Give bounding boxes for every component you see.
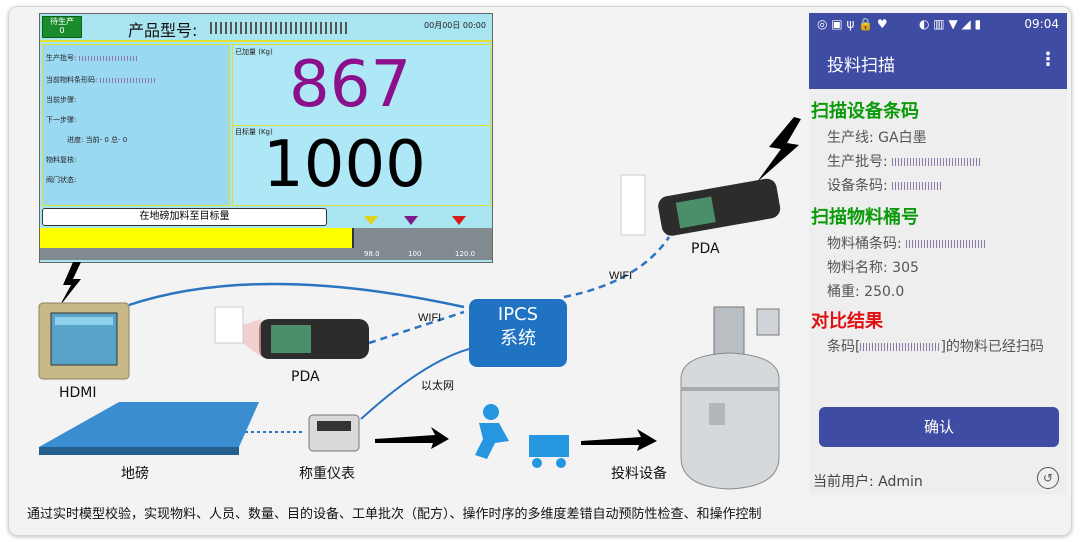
floor-scale-label: 地磅 (121, 466, 149, 482)
barcode-value (99, 77, 156, 83)
tick-label: 120.0 (455, 250, 476, 258)
hmi-title-bar: 待生产 0 产品型号: 00月00日 00:00 (40, 14, 492, 42)
lightning-icon (59, 262, 81, 307)
material-check-label: 物料复核: (46, 156, 77, 164)
product-model-value (210, 22, 350, 34)
line-value: GA白墨 (878, 130, 927, 146)
datetime: 00月00日 00:00 (424, 21, 486, 30)
ipcs-system-box (469, 299, 567, 367)
progress-track (40, 228, 492, 248)
added-weight-label: 已加量 (Kg) (235, 48, 273, 56)
bucket-weight-label: 桶重: (827, 284, 860, 300)
worker-cart-icon (475, 404, 569, 468)
material-name-label: 物料名称: (827, 260, 888, 276)
result-suffix: ]的物料已经扫码 (940, 339, 1044, 355)
bucket-weight-value: 250.0 (864, 284, 905, 300)
bucket-code-value (906, 240, 987, 248)
target-marker-icon (404, 216, 418, 225)
footer-bar: 通过实时模型校验，实现物料、人员、数量、目的设备、工单批次（配方）、操作时序的多… (9, 495, 1071, 535)
current-step-label: 当前步骤: (46, 96, 77, 104)
tick-label: 98.0 (364, 250, 380, 258)
result-code (860, 343, 941, 351)
target-weight-box: 目标量 (Kg) 1000 (233, 125, 490, 205)
ethernet-label: 以太网 (421, 379, 454, 392)
batch-value (892, 158, 983, 166)
progress-label: 进度: 当前- 0 总- 0 (67, 136, 128, 144)
feed-device-label: 投料设备 (611, 466, 667, 482)
instruction-box: 在地磅加料至目标量 (42, 208, 327, 226)
pda2-wifi-line (563, 236, 671, 299)
pda-device-icon (658, 178, 781, 236)
device-code-label: 设备条码: (827, 178, 888, 194)
floor-scale-icon (39, 402, 259, 447)
current-user: 当前用户: Admin (813, 474, 923, 490)
target-weight-value: 1000 (263, 128, 426, 202)
lightning-icon (757, 117, 801, 182)
status-badge-text: 待生产 (50, 17, 74, 26)
material-name-value: 305 (892, 260, 919, 276)
section-result-title: 对比结果 (811, 311, 883, 332)
weighing-instrument-icon (308, 414, 360, 452)
ethernet-line (360, 346, 478, 420)
ipcs-label: IPCS 系统 (469, 303, 567, 351)
hmi-info-panel: 生产批号: 当前物料条形码: 当前步骤: 下一步骤: 进度: 当前- 0 总- … (42, 44, 230, 206)
target-weight-label: 目标量 (Kg) (235, 128, 273, 136)
added-weight-box: 已加量 (Kg) 867 (233, 45, 490, 126)
pda-label: PDA (291, 369, 320, 385)
screenshot-frame: 待生产 0 产品型号: 00月00日 00:00 生产批号: 当前物料条形码: … (8, 6, 1072, 536)
status-badge: 待生产 0 (42, 16, 82, 38)
line-label: 生产线: (827, 130, 874, 146)
device-code-value (892, 182, 943, 190)
hmi-screen: 待生产 0 产品型号: 00月00日 00:00 生产批号: 当前物料条形码: … (39, 13, 493, 263)
weighing-instrument-label: 称重仪表 (299, 466, 355, 482)
status-time: 09:04 (1024, 17, 1059, 31)
reactor-vessel-icon (680, 306, 780, 490)
footer-caption: 通过实时模型校验，实现物料、人员、数量、目的设备、工单批次（配方）、操作时序的多… (27, 507, 762, 522)
bucket-code-label: 物料桶条码: (827, 236, 902, 252)
progress-scale: 98.0 100 120.0 (40, 248, 492, 260)
hdmi-label: HDMI (59, 385, 97, 401)
progress-fill (40, 228, 354, 248)
phone-status-bar: ◎ ▣ ψ 🔒 ♥ ◐ ▥ ▼ ◢ ▮ 09:04 (809, 13, 1067, 37)
arrow-right-icon (375, 427, 449, 449)
tick-label: 100 (408, 250, 422, 258)
min-marker-icon (364, 216, 378, 225)
section-device-title: 扫描设备条码 (811, 101, 919, 122)
wifi-label: WIFI (609, 270, 632, 282)
phone-app-bar: 投料扫描 ⋮ (809, 37, 1067, 89)
pda-wifi-line (368, 310, 465, 345)
pda-device-icon (259, 319, 369, 359)
pda-label: PDA (691, 241, 720, 257)
next-step-label: 下一步骤: (46, 116, 77, 124)
ipcs-label-line1: IPCS (497, 304, 539, 325)
added-weight-value: 867 (289, 48, 412, 122)
batch-label: 生产批号: (46, 54, 77, 62)
product-model-label: 产品型号: (128, 21, 198, 40)
hmi-weight-panel: 已加量 (Kg) 867 目标量 (Kg) 1000 (232, 44, 491, 206)
batch-label: 生产批号: (827, 154, 888, 170)
status-badge-count: 0 (59, 26, 65, 35)
valve-status-label: 阀门状态: (46, 176, 77, 184)
barcode-label: 当前物料条形码: (46, 76, 98, 84)
section-material-title: 扫描物料桶号 (811, 207, 919, 228)
batch-value (78, 55, 139, 61)
back-icon[interactable]: ↺ (1037, 467, 1059, 489)
result-prefix: 条码[ (827, 339, 861, 355)
barcode-icon (214, 306, 244, 344)
system-diagram: WIFI WIFI 以太网 (38, 117, 801, 490)
app-title: 投料扫描 (827, 56, 895, 76)
arrow-right-icon (581, 429, 657, 451)
signal-icons: ◐ ▥ ▼ ◢ ▮ (919, 17, 982, 31)
hdmi-link-line (128, 282, 465, 309)
wifi-label: WIFI (418, 312, 441, 324)
barcode-icon (620, 174, 646, 236)
confirm-button[interactable]: 确认 (819, 407, 1059, 447)
status-icons: ◎ ▣ ψ 🔒 ♥ (817, 17, 888, 31)
result-message: 条码[ ]的物料已经扫码 (827, 337, 1057, 357)
phone-screen: ◎ ▣ ψ 🔒 ♥ ◐ ▥ ▼ ◢ ▮ 09:04 投料扫描 ⋮ 扫描设备条码 … (809, 13, 1067, 495)
overflow-menu-icon[interactable]: ⋮ (1039, 49, 1057, 70)
max-marker-icon (452, 216, 466, 225)
ipcs-label-line2: 系统 (500, 328, 536, 349)
